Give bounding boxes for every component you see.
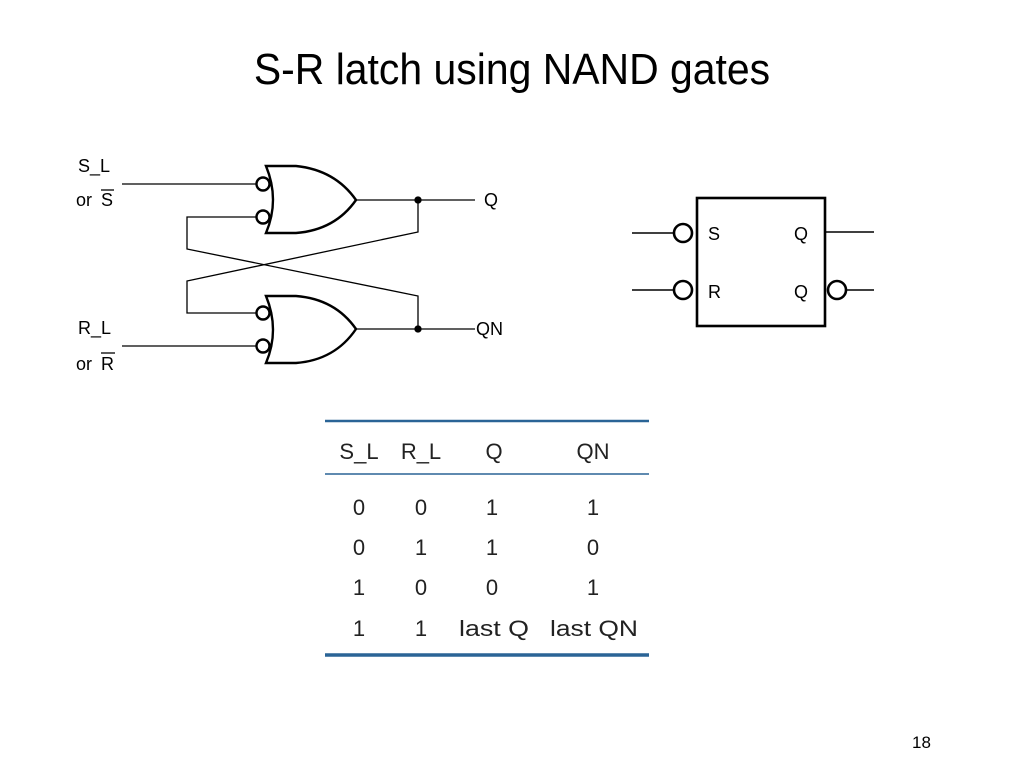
- latch-block-symbol: S R Q Q: [632, 196, 874, 328]
- table-cell: 0: [587, 535, 599, 560]
- table-cell: 1: [415, 616, 427, 641]
- table-cell: 1: [415, 535, 427, 560]
- latch-circuit: S_L or S R_L or R Q QN: [76, 156, 503, 374]
- input-label-r-bar: R: [101, 354, 114, 374]
- output-label-qn: QN: [476, 319, 503, 339]
- table-cell: 0: [415, 575, 427, 600]
- nand-gate-top: [255, 164, 358, 235]
- feedback-wire-qn-to-top: [186, 216, 419, 329]
- input-label-r-l: R_L: [78, 318, 111, 339]
- inversion-bubble: [255, 338, 271, 354]
- table-cell: 0: [353, 535, 365, 560]
- pin-label-qbar: Q: [794, 282, 808, 302]
- table-cell: 0: [486, 575, 498, 600]
- table-cell: 1: [353, 575, 365, 600]
- table-cell: 0: [415, 495, 427, 520]
- inversion-bubble: [255, 176, 271, 192]
- inversion-bubble-r: [672, 279, 694, 301]
- inversion-bubble: [255, 305, 271, 321]
- input-label-s-l: S_L: [78, 156, 110, 177]
- feedback-wire-q-to-bottom: [186, 200, 419, 314]
- table-row: 0 1 1 0: [353, 535, 599, 560]
- inversion-bubble-s: [672, 222, 694, 244]
- table-cell: 0: [353, 495, 365, 520]
- table-cell: 1: [587, 575, 599, 600]
- symbol-box: [695, 196, 827, 328]
- table-row: 1 1 last Q last QN: [353, 616, 638, 641]
- nand-gate-bottom: [255, 294, 358, 365]
- table-cell: 1: [486, 535, 498, 560]
- input-label-s-bar: S: [101, 190, 113, 210]
- input-label-s-prefix: or: [76, 190, 92, 210]
- table-cell: last Q: [459, 616, 529, 641]
- table-cell: last QN: [550, 616, 638, 641]
- page-number: 18: [912, 733, 931, 752]
- pin-label-q: Q: [794, 224, 808, 244]
- inversion-bubble: [255, 209, 271, 225]
- table-row: 0 0 1 1: [353, 495, 599, 520]
- pin-label-r: R: [708, 282, 721, 302]
- table-header: Q: [485, 439, 502, 464]
- output-label-q: Q: [484, 190, 498, 210]
- pin-label-s: S: [708, 224, 720, 244]
- table-cell: 1: [587, 495, 599, 520]
- table-header: QN: [577, 439, 610, 464]
- slide-title: S-R latch using NAND gates: [253, 45, 771, 94]
- table-header: R_L: [401, 439, 441, 464]
- table-cell: 1: [353, 616, 365, 641]
- table-row: 1 0 0 1: [353, 575, 599, 600]
- table-cell: 1: [486, 495, 498, 520]
- table-header: S_L: [339, 439, 378, 464]
- truth-table: S_L R_L Q QN 0 0 1 1 0 1 1 0 1 0 0 1 1 1…: [325, 419, 649, 657]
- input-label-r-prefix: or: [76, 354, 92, 374]
- inversion-bubble-qbar: [826, 279, 848, 301]
